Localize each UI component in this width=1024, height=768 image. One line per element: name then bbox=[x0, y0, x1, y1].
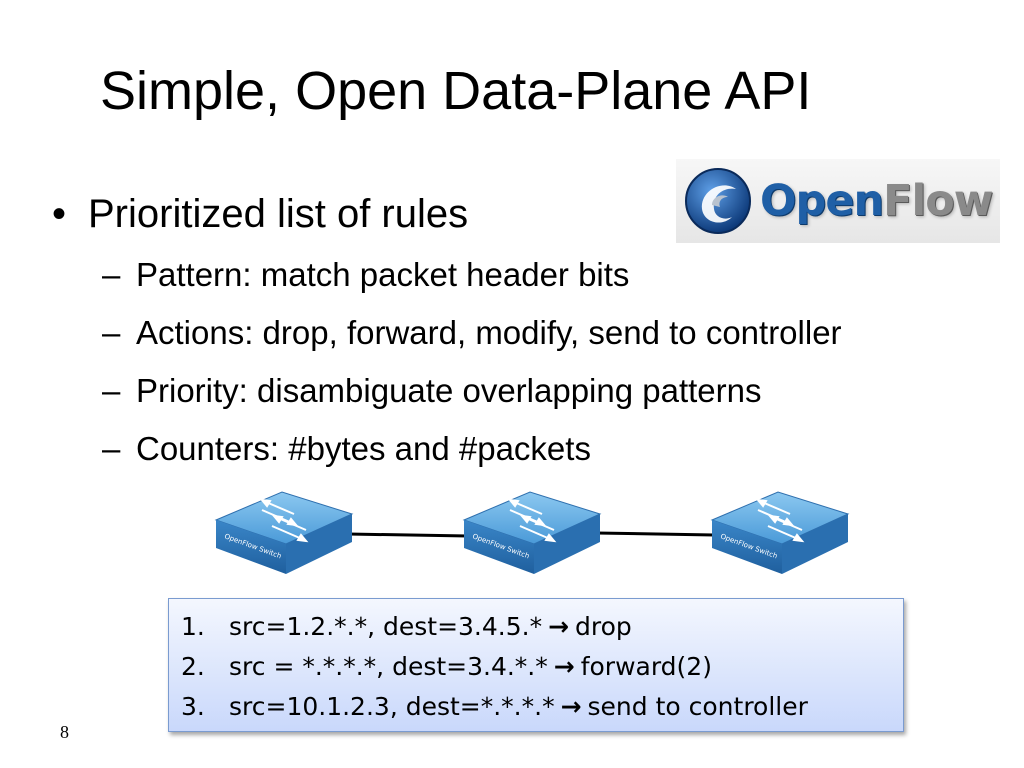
rule-number: 1. bbox=[181, 612, 205, 641]
flow-rule: 2. src = *.*.*.*, dest=3.4.*.*→forward(2) bbox=[181, 647, 903, 687]
sub-bullet-dash: – bbox=[102, 256, 121, 293]
rule-action: forward(2) bbox=[580, 652, 712, 681]
sub-bullet-actions: –Actions: drop, forward, modify, send to… bbox=[102, 310, 842, 368]
rule-match: src=1.2.*.*, dest=3.4.5.* bbox=[229, 612, 543, 641]
sub-bullet-dash: – bbox=[102, 314, 121, 351]
sub-bullet-text: Pattern: match packet header bits bbox=[136, 256, 630, 293]
switch-icon: OpenFlow Switch bbox=[463, 491, 601, 575]
rule-action: drop bbox=[575, 612, 632, 641]
flow-rule: 3. src=10.1.2.3, dest=*.*.*.*→send to con… bbox=[181, 687, 903, 727]
openflow-logo: OpenFlow bbox=[676, 159, 1000, 243]
rule-number: 2. bbox=[181, 652, 205, 681]
flow-rule: 1. src=1.2.*.*, dest=3.4.5.*→drop bbox=[181, 607, 903, 647]
rule-action: send to controller bbox=[587, 692, 808, 721]
flow-rules-list: 1.src=1.2.*.*, dest=3.4.5.*→drop 2.src =… bbox=[169, 599, 903, 727]
link-2 bbox=[595, 531, 715, 537]
bullet-text: Prioritized list of rules bbox=[88, 192, 469, 236]
openflow-logo-text: OpenFlow bbox=[760, 176, 994, 226]
slide-number: 8 bbox=[60, 722, 69, 742]
bullet-symbol: • bbox=[52, 192, 67, 236]
openflow-logo-flow: Flow bbox=[883, 176, 993, 226]
sub-bullet-text: Priority: disambiguate overlapping patte… bbox=[136, 372, 762, 409]
right-arrow-icon: → bbox=[560, 692, 582, 721]
sub-bullet-counters: –Counters: #bytes and #packets bbox=[102, 426, 842, 484]
openflow-logo-icon bbox=[685, 168, 751, 234]
switch-icon: OpenFlow Switch bbox=[711, 491, 849, 575]
sub-bullet-text: Actions: drop, forward, modify, send to … bbox=[136, 314, 842, 351]
sub-bullet-priority: –Priority: disambiguate overlapping patt… bbox=[102, 368, 842, 426]
right-arrow-icon: → bbox=[553, 652, 575, 681]
sub-bullet-dash: – bbox=[102, 372, 121, 409]
sub-bullet-list: –Pattern: match packet header bits –Acti… bbox=[102, 252, 842, 484]
rule-match: src=10.1.2.3, dest=*.*.*.* bbox=[229, 692, 555, 721]
rule-match: src = *.*.*.*, dest=3.4.*.* bbox=[229, 652, 548, 681]
switch-network-diagram: OpenFlow Switch OpenFlow Switch OpenFlow… bbox=[215, 491, 849, 575]
sub-bullet-text: Counters: #bytes and #packets bbox=[136, 430, 591, 467]
rule-number: 3. bbox=[181, 692, 205, 721]
flow-rules-box: 1.src=1.2.*.*, dest=3.4.5.*→drop 2.src =… bbox=[168, 598, 904, 732]
slide-title: Simple, Open Data-Plane API bbox=[100, 61, 812, 121]
sub-bullet-dash: – bbox=[102, 430, 121, 467]
sub-bullet-pattern: –Pattern: match packet header bits bbox=[102, 252, 842, 310]
link-1 bbox=[347, 532, 469, 538]
right-arrow-icon: → bbox=[548, 612, 570, 641]
switch-icon: OpenFlow Switch bbox=[215, 491, 353, 575]
openflow-logo-open: Open bbox=[760, 176, 884, 226]
main-bullet: • Prioritized list of rules bbox=[52, 192, 468, 237]
